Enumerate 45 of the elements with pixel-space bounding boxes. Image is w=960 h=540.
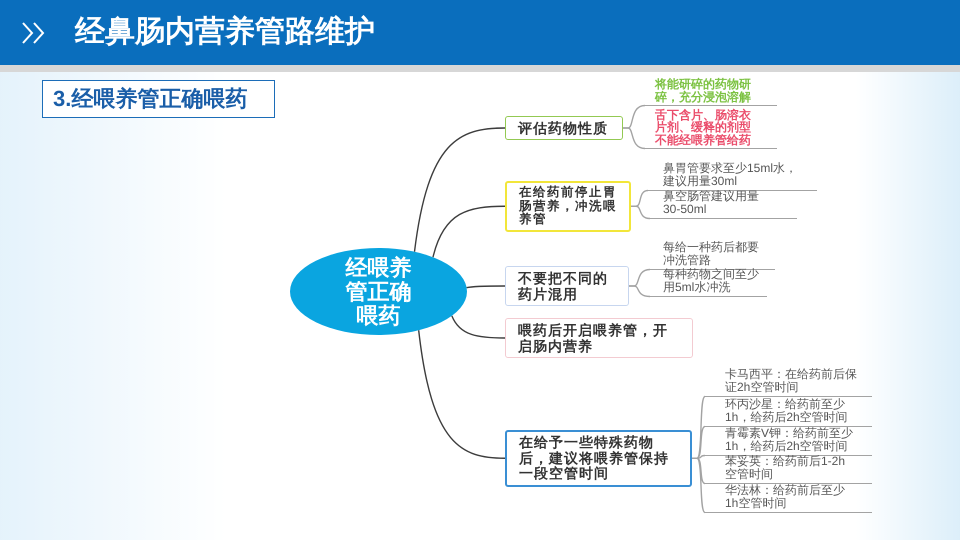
topic-text: 评估药物性质 <box>518 120 609 136</box>
topic-box <box>505 266 629 306</box>
subtopic-underline <box>650 241 775 270</box>
connector-line <box>629 285 650 298</box>
subtopic-text: 舌下含片、肠溶衣片剂、缓释的剂型不能经喂养管给药 <box>655 108 752 146</box>
subtopic-underline <box>648 162 817 191</box>
slide-title: 经鼻肠内营养管路维护 <box>75 14 375 50</box>
subtopic-text: 青霉素V钾：给药前至少1h，给药后2h空管时间 <box>725 427 854 453</box>
section-heading-text: 3.经喂养管正确喂药 <box>53 85 248 113</box>
subtopic-text: 苯妥英：给药前后1-2h空管时间 <box>725 455 846 481</box>
topic-text: 在给予一些特殊药物后，建议将喂养管保持一段空管时间 <box>519 435 670 482</box>
subtopic-text: 将能研碎的药物研碎，充分浸泡溶解 <box>655 78 752 103</box>
subtopic-underline <box>645 78 777 106</box>
topic-text: 不要把不同的药片混用 <box>518 270 609 302</box>
connector-line <box>418 330 506 459</box>
subtopic-text: 环丙沙星：给药前至少1h，给药后2h空管时间 <box>725 398 849 424</box>
subtopic-text: 卡马西平：在给药前后保证2h空管时间 <box>725 368 858 394</box>
subtopic-underline <box>705 398 872 427</box>
subtopic-underline <box>705 484 872 513</box>
connector-line <box>631 206 650 220</box>
subtopic-text: 华法林：给药前后至少1h空管时间 <box>725 484 846 510</box>
subtopic-underline <box>650 268 767 297</box>
subtopic-underline <box>705 427 872 456</box>
subtopic-text: 鼻胃管要求至少15ml水，建议用量30ml <box>663 162 798 188</box>
topic-box <box>505 181 631 232</box>
topic-box <box>505 318 693 358</box>
connector-line <box>623 127 646 150</box>
section-heading-box <box>42 80 275 118</box>
topic-text: 喂药后开启喂养管，开启肠内营养 <box>518 322 669 354</box>
topic-box <box>505 430 692 486</box>
connector-line <box>692 458 706 514</box>
subtopic-underline <box>705 455 872 484</box>
subtopic-text: 每给一种药后都要冲洗管路 <box>663 241 760 267</box>
connector-line <box>466 285 505 288</box>
subtopic-underline <box>705 368 872 397</box>
central-topic-text: 经喂养管正确喂药 <box>344 256 412 328</box>
subtopic-underline <box>650 190 797 219</box>
subtopic-underline <box>645 108 777 149</box>
subtopic-text: 鼻空肠管建议用量30-50ml <box>663 190 760 216</box>
connector-line <box>451 316 505 339</box>
topic-text: 在给药前停止胃肠营养，冲洗喂养管 <box>519 186 617 226</box>
topic-box <box>505 116 623 140</box>
connector-line <box>432 206 505 258</box>
connector-line <box>414 127 506 252</box>
subtopic-text: 每种药物之间至少用5ml水冲洗 <box>663 268 760 294</box>
